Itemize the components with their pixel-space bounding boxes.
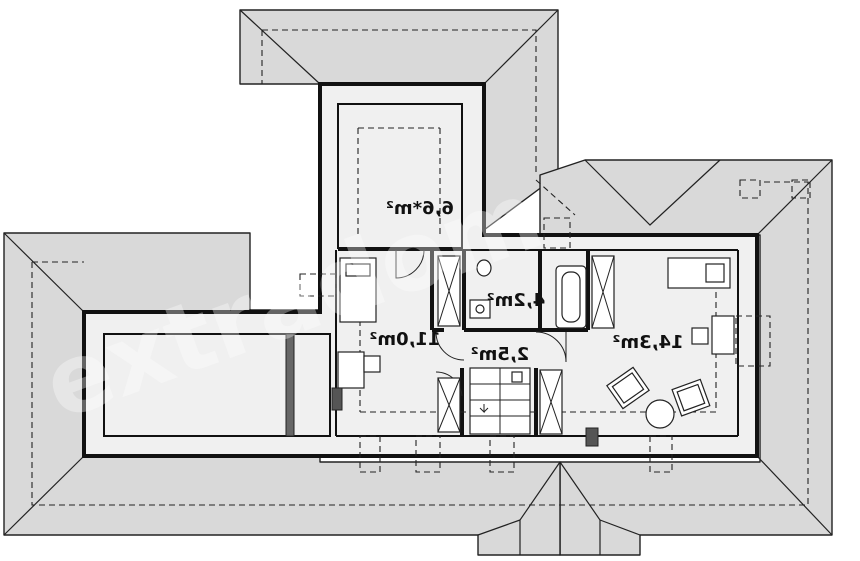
area-label-hall: 2,5m²	[471, 344, 530, 365]
chair-west	[363, 355, 381, 373]
desk-east	[711, 315, 735, 355]
floor-area	[84, 84, 757, 456]
wardrobe-2	[591, 255, 615, 329]
furniture	[331, 255, 735, 447]
stairs	[469, 367, 531, 435]
outer-wall	[82, 82, 759, 458]
armchair-1	[606, 366, 650, 410]
chair-east-desk	[691, 327, 709, 345]
armchair-2	[671, 378, 711, 417]
wardrobe-3	[437, 377, 461, 433]
desk-west	[337, 351, 365, 389]
area-label-bathroom: 4,2m²	[487, 290, 546, 311]
area-label-bedroom-west: 11,0m²	[369, 329, 440, 350]
round-table	[645, 399, 675, 429]
area-label-storage: 6,6*m²	[386, 198, 454, 219]
area-label-bedroom-east: 14,3m²	[612, 332, 683, 353]
skylights	[299, 179, 811, 473]
wardrobe-1	[437, 255, 461, 327]
door-bathroom	[535, 331, 567, 363]
door-hall-west	[435, 331, 465, 361]
door-bedroom-west	[395, 249, 425, 279]
wardrobe-4	[539, 369, 563, 435]
toilet	[476, 259, 492, 277]
